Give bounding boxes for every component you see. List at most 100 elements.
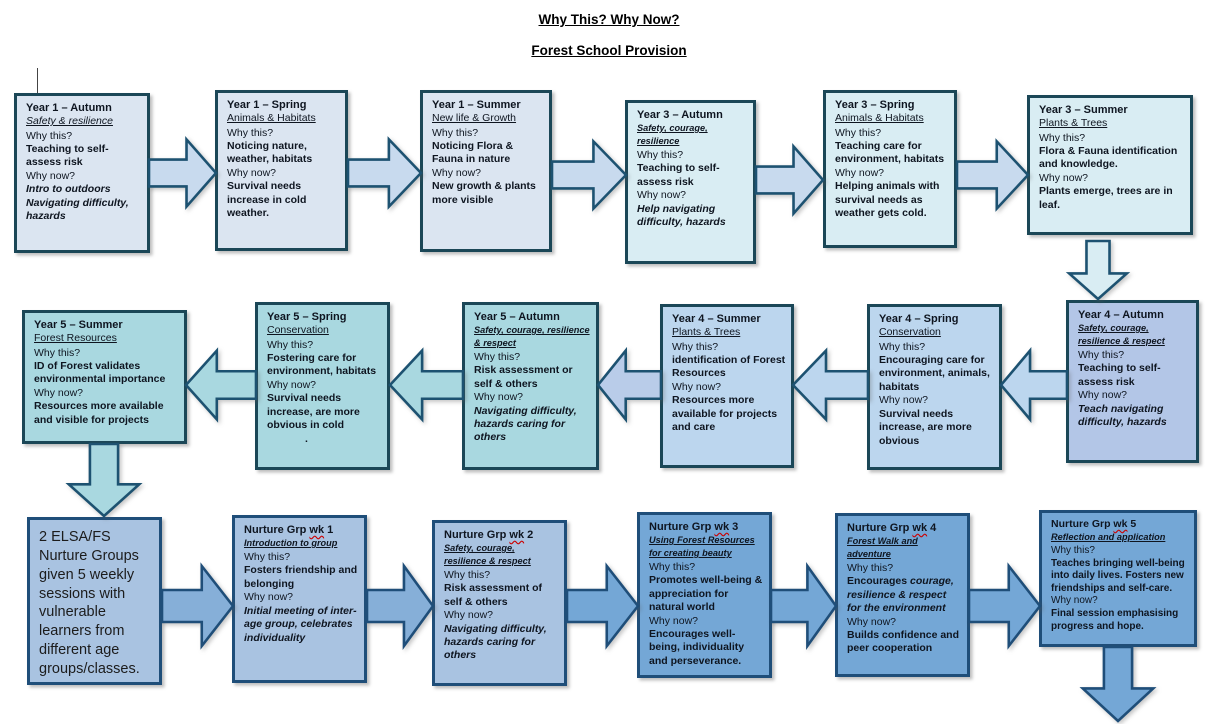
why-this-part: Risk assessment of self & others <box>444 582 543 608</box>
box-theme: Safety, courage, resilience & respect <box>1078 323 1165 346</box>
box-theme: Safety, courage, resilience & respect <box>474 325 590 348</box>
why-now-text: Survival needs increase, are more obviou… <box>879 407 972 447</box>
why-now-text: Help navigating difficulty, hazards <box>637 202 726 229</box>
arrow-right-icon <box>149 131 216 215</box>
why-this-part: Flora & Fauna identification and knowled… <box>1039 144 1178 171</box>
why-this-text: Noticing nature, weather, habitats <box>227 140 340 167</box>
why-this-text: Promotes well-being & appreciation for n… <box>649 574 764 614</box>
box-theme: Plants & Trees <box>672 326 741 339</box>
why-now-label: Why now? <box>847 615 897 628</box>
why-this-part: Noticing Flora & Fauna in nature <box>432 139 514 166</box>
box-title: Year 5 – Summer <box>34 319 123 331</box>
arrow-right-icon <box>367 556 433 656</box>
why-this-text: Fosters friendship and belonging <box>244 564 359 591</box>
why-now-label: Why now? <box>1051 595 1098 607</box>
title-week-number: 1 <box>324 524 334 536</box>
flow-box-elsa-intro: 2 ELSA/FS Nurture Groups given 5 weekly … <box>27 517 162 685</box>
why-now-label: Why now? <box>1039 171 1089 184</box>
why-this-label: Why this? <box>474 350 521 363</box>
why-this-label: Why this? <box>672 340 719 353</box>
why-now-label: Why now? <box>1078 389 1128 402</box>
why-now-text: Intro to outdoors Navigating difficulty,… <box>26 183 129 223</box>
why-this-label: Why this? <box>227 126 274 139</box>
why-this-label: Why this? <box>1051 545 1095 557</box>
why-this-label: Why this? <box>649 560 696 573</box>
title-week-number: 3 <box>729 521 739 533</box>
arrow-right-icon <box>771 556 836 656</box>
why-this-part: Noticing nature, weather, habitats <box>227 139 313 166</box>
box-title: Year 1 – Spring <box>227 99 307 111</box>
why-this-part: Teaching to self-assess risk <box>1078 362 1161 388</box>
why-now-text: Resources more available and visible for… <box>34 400 164 426</box>
box-title: Nurture Grp wk 1 <box>244 523 359 537</box>
arrow-left-icon <box>793 342 868 428</box>
stray-dot: . <box>305 432 308 445</box>
why-this-label: Why this? <box>637 148 684 161</box>
title-week-number: 2 <box>524 529 534 541</box>
why-this-text: Fostering care for environment, habitats <box>267 352 382 379</box>
arrow-right-icon <box>552 133 626 217</box>
why-this-text: Flora & Fauna identification and knowled… <box>1039 145 1185 172</box>
title-text: Nurture Grp <box>444 529 510 541</box>
why-now-label: Why now? <box>432 166 482 179</box>
why-this-text: Teaching care for environment, habitats <box>835 140 949 167</box>
arrow-right-icon <box>957 133 1028 217</box>
box-title: Year 1 – Summer <box>432 99 521 111</box>
box-theme: Plants & Trees <box>1039 117 1108 130</box>
box-title: Year 5 – Autumn <box>474 311 560 323</box>
why-this-part: Fostering care for environment, habitats <box>267 351 377 378</box>
why-this-text: Teaching to self-assess risk <box>26 143 142 170</box>
arrow-right-icon <box>348 131 421 215</box>
why-this-text: identification of Forest Resources <box>672 354 786 381</box>
why-now-label: Why now? <box>879 394 929 407</box>
box-title: Nurture Grp wk 5 <box>1051 518 1189 531</box>
why-this-text: Noticing Flora & Fauna in nature <box>432 140 544 167</box>
why-now-label: Why now? <box>227 166 277 179</box>
box-title: Nurture Grp wk 2 <box>444 528 559 542</box>
box-title: Year 4 – Summer <box>672 313 761 325</box>
why-now-label: Why now? <box>444 609 494 622</box>
why-this-part: Teaching to self-assess risk <box>26 142 109 169</box>
why-now-label: Why now? <box>244 591 294 604</box>
why-this-text: ID of Forest validates environmental imp… <box>34 360 179 387</box>
why-this-label: Why this? <box>835 126 882 139</box>
why-this-text: Risk assessment of self & others <box>444 582 559 609</box>
why-now-text: Survival needs increase, are more obviou… <box>267 392 360 432</box>
box-theme: New life & Growth <box>432 112 517 125</box>
why-this-part: Encouraging care for environment, animal… <box>879 353 990 393</box>
box-theme: Using Forest Resources for creating beau… <box>649 535 755 558</box>
why-this-label: Why this? <box>432 126 479 139</box>
why-this-label: Why this? <box>267 338 314 351</box>
why-this-part: identification of Forest Resources <box>672 353 786 380</box>
why-now-text: Navigating difficulty, hazards caring fo… <box>474 404 577 444</box>
why-this-label: Why this? <box>1078 348 1125 361</box>
why-now-text: New growth & plants more visible <box>432 180 536 206</box>
why-this-label: Why this? <box>847 561 894 574</box>
box-theme: Safety, courage, resilience <box>637 123 708 146</box>
why-this-text: Encouraging care for environment, animal… <box>879 354 994 394</box>
why-now-text: Survival needs increase in cold weather. <box>227 180 307 220</box>
why-now-label: Why now? <box>26 169 76 182</box>
title-text: Nurture Grp <box>847 522 913 534</box>
why-this-text: Teaches bringing well-being into daily l… <box>1051 558 1189 596</box>
box-title: Year 4 – Spring <box>879 313 959 325</box>
why-now-text: Navigating difficulty, hazards caring fo… <box>444 622 547 662</box>
why-this-part: Fosters friendship and belonging <box>244 564 358 590</box>
why-this-part: Teaching to self-assess risk <box>637 162 720 188</box>
why-this-text: Teaching to self-assess risk <box>1078 362 1191 389</box>
title-text: Nurture Grp <box>649 521 715 533</box>
why-now-label: Why now? <box>34 386 84 399</box>
title-wk-misspelling: wk <box>509 529 525 541</box>
arrow-left-icon <box>1001 342 1067 428</box>
box-theme: Conservation <box>879 326 941 339</box>
